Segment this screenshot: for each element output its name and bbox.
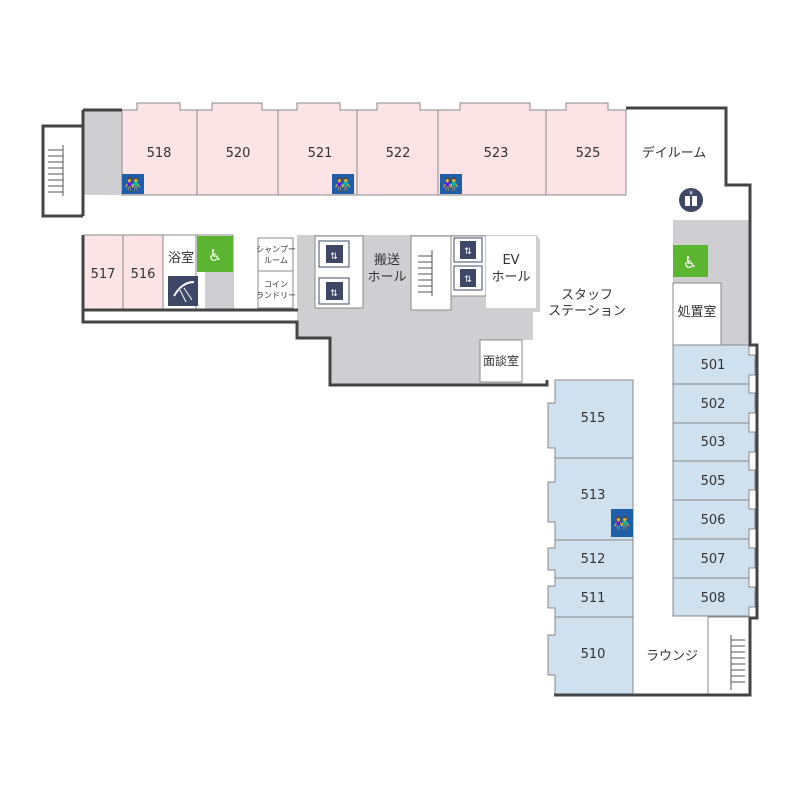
svg-text:¥: ¥ [689,190,693,197]
bath-label: 浴室 [168,250,194,266]
day-room-label: デイルーム [642,145,707,161]
accessible-toilet-icon: ♿ [197,236,233,272]
room-523[interactable] [437,102,547,196]
gray-west-small [205,272,233,310]
toilet-icon: 👫 [611,509,633,537]
svg-text:⇅: ⇅ [464,247,472,257]
interview-room[interactable] [479,339,523,383]
laundry-label-2: ランドリー [256,291,296,300]
room-513-label: 513 [581,488,606,503]
svg-text:♿: ♿ [208,246,222,265]
lounge-label: ラウンジ [646,649,698,664]
room-521-label: 521 [308,146,333,161]
room-525[interactable] [545,102,627,196]
room-523-label: 523 [484,146,509,161]
room-labels: 518 520 521 522 523 525 517 516 501 502 … [91,146,726,662]
room-520-label: 520 [226,146,251,161]
svg-text:👫: 👫 [335,177,351,193]
room-511-label: 511 [581,591,606,606]
room-508[interactable] [672,577,756,617]
ev-hall-label-1: EV [502,253,519,268]
elevator-icon: ⇅ [453,265,483,291]
east-corridor [633,195,673,695]
shower-icon [168,276,198,306]
room-518-label: 518 [147,146,172,161]
room-516-label: 516 [131,267,156,282]
elevator-icon: ⇅ [318,277,350,305]
north-corridor [83,195,673,235]
room-507-label: 507 [701,552,726,567]
base-areas [41,108,751,695]
room-515[interactable] [547,379,634,459]
room-516[interactable] [122,234,164,311]
treatment-room-label: 処置室 [677,304,716,320]
shampoo-room[interactable] [257,237,294,272]
toilet-icon: 👫 [332,174,354,194]
room-510[interactable] [547,616,634,696]
coin-laundry[interactable] [257,270,294,309]
room-506-label: 506 [701,513,726,528]
ev-hall-area [486,236,536,308]
svg-text:👫: 👫 [125,177,141,193]
accessible-toilet-icon: ♿ [673,245,708,277]
shampoo-label-1: シャンプー [256,245,296,254]
staff-station-label-2: ステーション [548,304,626,319]
west-rooms [83,234,294,311]
room-525-label: 525 [576,146,601,161]
gray-block-nw [84,110,122,195]
laundry-label-1: コイン [264,280,288,289]
room-503-label: 503 [701,435,726,450]
svg-text:⇅: ⇅ [330,289,338,299]
room-502-label: 502 [701,397,726,412]
ev-hall-label-2: ホール [491,270,530,285]
room-510-label: 510 [581,647,606,662]
room-522[interactable] [356,102,439,196]
room-511[interactable] [547,577,634,618]
shampoo-label-2: ルーム [264,256,288,265]
transport-hall-label-1: 搬送 [374,253,400,268]
transport-hall-label-2: ホール [367,270,406,285]
toilet-icon: 👫 [122,174,144,194]
staff-station-area [522,231,633,380]
vending-machine-icon: ¥ [679,188,703,212]
north-rooms [121,102,627,196]
room-522-label: 522 [386,146,411,161]
room-517-label: 517 [91,267,116,282]
toilet-icon: 👫 [440,174,462,194]
facility-labels: デイルーム 浴室 シャンプー ルーム コイン ランドリー 搬送 ホール EV ホ… [168,145,717,664]
room-512[interactable] [547,539,634,579]
room-505-label: 505 [701,474,726,489]
east-rooms [672,282,756,696]
room-521[interactable] [277,102,358,196]
svg-text:⇅: ⇅ [464,275,472,285]
room-515-label: 515 [581,411,606,426]
room-517[interactable] [83,234,124,311]
elevator-icon: ⇅ [318,240,350,268]
room-512-label: 512 [581,552,606,567]
center-stair [410,235,452,311]
treatment-room[interactable] [672,282,722,346]
svg-text:👫: 👫 [614,516,630,532]
staff-station-label-1: スタッフ [561,288,613,303]
room-520[interactable] [196,102,279,196]
east-stair-area [707,616,751,696]
room-508-label: 508 [701,591,726,606]
svg-text:⇅: ⇅ [330,252,338,262]
elevator-icon: ⇅ [453,237,483,263]
svg-text:♿: ♿ [683,253,697,272]
interview-room-label: 面談室 [483,353,519,368]
svg-text:👫: 👫 [443,177,459,193]
stairs-icon [48,145,745,690]
room-518[interactable] [121,102,198,196]
outer-wall [81,106,759,697]
room-501-label: 501 [701,358,726,373]
west-stair-area [41,124,85,218]
